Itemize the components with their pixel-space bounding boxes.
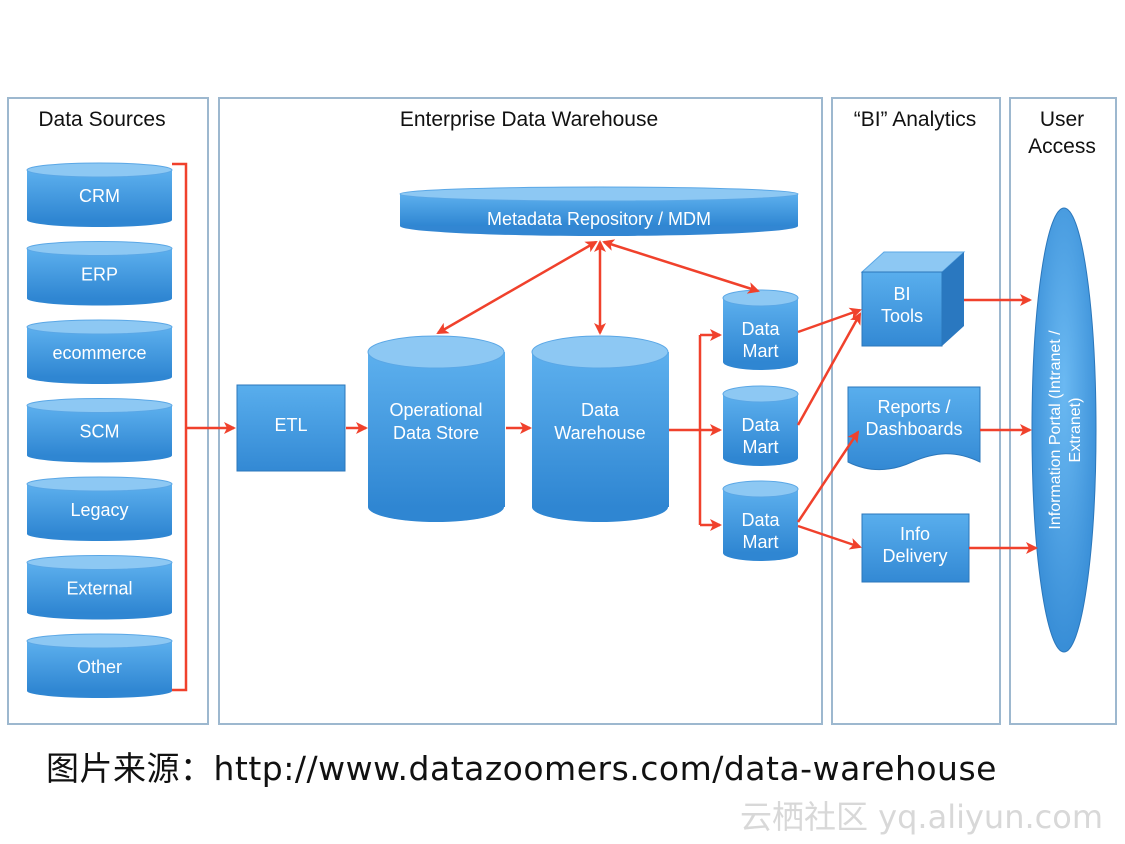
info-delivery-label-1: Info: [900, 524, 930, 544]
data-source-label: Other: [77, 657, 122, 677]
reports-label-2: Dashboards: [865, 419, 962, 439]
arrow-mart2-to-bitools: [796, 312, 862, 426]
data-source-label: External: [66, 579, 132, 599]
bi-tools-label-2: Tools: [881, 306, 923, 326]
sources-bracket: [172, 162, 234, 692]
arrow-mart3-to-info: [797, 524, 862, 550]
dw-label-2: Warehouse: [554, 423, 645, 443]
data-mart-label-2: Mart: [743, 437, 779, 457]
data-mart-label-1: Data: [741, 510, 780, 530]
etl-box: ETL: [236, 384, 346, 472]
ods-label-2: Data Store: [393, 423, 479, 443]
operational-data-store: Operational Data Store: [367, 335, 505, 522]
data-warehouse: Data Warehouse: [531, 335, 669, 522]
arrow-mart1-to-bitools: [797, 307, 862, 334]
data-mart-label-1: Data: [741, 319, 780, 339]
image-source-caption: 图片来源：http://www.datazoomers.com/data-war…: [46, 749, 997, 788]
metadata-repository: Metadata Repository / MDM: [399, 186, 799, 236]
data-source-label: ecommerce: [52, 343, 146, 363]
data-source-erp: ERP: [26, 241, 173, 306]
data-source-label: SCM: [80, 422, 120, 442]
data-source-label: ERP: [81, 265, 118, 285]
arrow-metadata-mart: [602, 239, 760, 294]
information-portal: Information Portal (Intranet / Extranet): [1031, 207, 1097, 653]
panel-title-edw: Enterprise Data Warehouse: [400, 108, 658, 131]
bi-tools: BI Tools: [860, 251, 966, 347]
data-source-legacy: Legacy: [26, 476, 173, 541]
data-mart-label-2: Mart: [743, 341, 779, 361]
flow-arrows: [346, 239, 1038, 554]
data-mart-label-2: Mart: [743, 532, 779, 552]
data-mart-label-1: Data: [741, 415, 780, 435]
etl-label: ETL: [274, 415, 307, 435]
data-source-other: Other: [26, 633, 173, 698]
reports-label-1: Reports /: [877, 397, 950, 417]
watermark: 云栖社区 yq.aliyun.com: [740, 798, 1104, 836]
data-source-label: CRM: [79, 186, 120, 206]
data-source-external: External: [26, 555, 173, 620]
bi-tools-label-1: BI: [893, 284, 910, 304]
panel-title-user-access-1: User: [1040, 108, 1084, 131]
info-delivery-label-2: Delivery: [882, 546, 947, 566]
data-source-label: Legacy: [70, 500, 128, 520]
portal-label-2: Extranet): [1067, 398, 1084, 463]
arrow-mart3-to-reports: [796, 430, 860, 523]
data-source-crm: CRM: [26, 162, 173, 227]
arrow-metadata-ods: [436, 240, 598, 335]
panel-title-bi-analytics: “BI” Analytics: [854, 108, 977, 131]
data-source-ecommerce: ecommerce: [26, 319, 173, 384]
portal-label-1: Information Portal (Intranet /: [1047, 330, 1064, 530]
metadata-label: Metadata Repository / MDM: [487, 209, 711, 229]
dw-label-1: Data: [581, 400, 620, 420]
data-source-scm: SCM: [26, 398, 173, 463]
ods-label-1: Operational: [389, 400, 482, 420]
panel-title-data-sources: Data Sources: [38, 108, 165, 131]
reports-dashboards: Reports / Dashboards: [847, 386, 981, 470]
panel-title-user-access-2: Access: [1028, 135, 1096, 158]
info-delivery: Info Delivery: [861, 513, 970, 583]
